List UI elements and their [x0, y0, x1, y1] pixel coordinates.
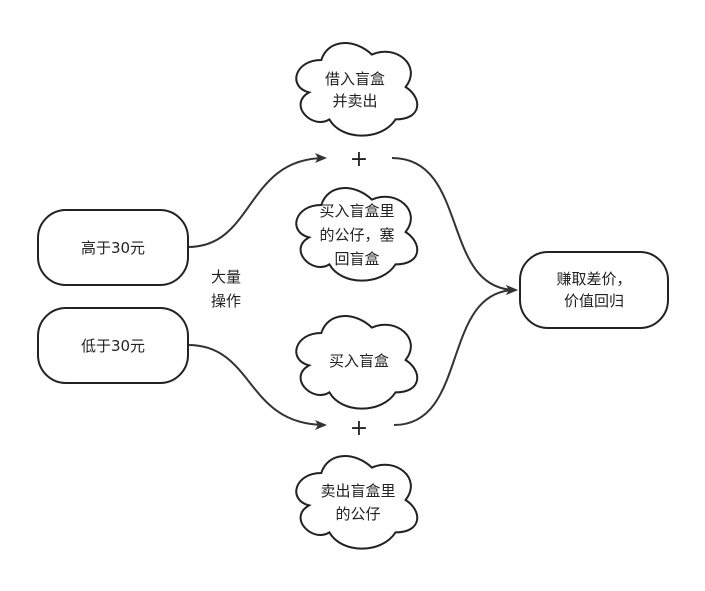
node-result-line1: 赚取差价， [556, 270, 631, 288]
node-high-label: 高于30元 [81, 239, 145, 257]
cloud-shape [295, 315, 419, 410]
arrow-top-to-result [391, 157, 518, 295]
cloud-shape [295, 187, 419, 282]
cloud-buy-figure-line3: 回盲盒 [334, 250, 379, 268]
plus-bottom: + [350, 416, 368, 441]
plus-top: + [350, 147, 368, 172]
arrow-high-to-top [187, 153, 327, 248]
cloud-buy-box-line1: 买入盲盒 [329, 352, 389, 370]
node-low-label: 低于30元 [81, 337, 145, 355]
label-mass-line1: 大量 [211, 268, 241, 286]
cloud-buy-figure-line2: 的公仔，塞 [319, 226, 394, 244]
node-high[interactable]: 高于30元 [37, 209, 189, 286]
label-mass-line2: 操作 [211, 292, 241, 310]
cloud-sell-figure-line2: 的公仔 [335, 505, 380, 523]
node-result-line2: 价值回归 [564, 292, 624, 310]
cloud-borrow-sell[interactable]: 借入盲盒 并卖出 [295, 42, 419, 137]
node-result[interactable]: 赚取差价， 价值回归 [519, 251, 669, 329]
cloud-borrow-sell-line1: 借入盲盒 [325, 70, 385, 88]
cloud-sell-figure[interactable]: 卖出盲盒里 的公仔 [295, 455, 419, 550]
arrow-bottom-to-result [393, 285, 518, 426]
cloud-buy-figure[interactable]: 买入盲盒里 的公仔，塞 回盲盒 [295, 187, 419, 282]
cloud-buy-figure-line1: 买入盲盒里 [319, 202, 394, 220]
cloud-borrow-sell-line2: 并卖出 [332, 92, 377, 110]
cloud-buy-box[interactable]: 买入盲盒 [295, 315, 419, 410]
cloud-sell-figure-line1: 卖出盲盒里 [320, 482, 395, 500]
cloud-shape [295, 455, 419, 550]
arrow-low-to-bottom [187, 344, 327, 430]
node-low[interactable]: 低于30元 [37, 307, 189, 384]
cloud-shape [295, 42, 419, 137]
